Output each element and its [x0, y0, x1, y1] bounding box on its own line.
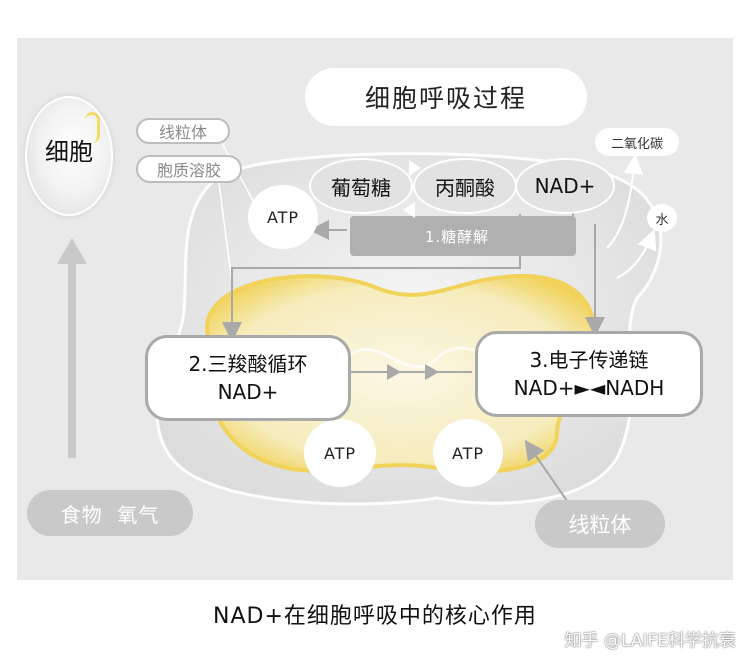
cell-icon-label: 细胞	[45, 138, 93, 166]
tca-cycle-title: 2.三羧酸循环	[188, 352, 308, 376]
reaction-arrow-icon	[409, 160, 421, 176]
cell-icon: 细胞	[25, 96, 113, 216]
molecule-pyruvate: 丙酮酸	[413, 158, 517, 214]
glycolysis-band	[350, 216, 576, 256]
atp-glycolysis: ATP	[248, 185, 318, 249]
etc-title: 3.电子传递链	[529, 348, 649, 372]
label-mitochondria-bottom: 线粒体	[535, 500, 665, 548]
inputs-food-oxygen: 食物 氧气	[27, 490, 193, 536]
mitochondrion-mini-icon	[85, 112, 100, 143]
tca-cycle-box: 2.三羧酸循环 NAD+	[145, 335, 351, 421]
molecule-nad: NAD+	[515, 158, 615, 214]
glycolysis-label: 1.糖酵解	[424, 228, 490, 246]
label-cytosol: 胞质溶胶	[136, 155, 242, 183]
tca-cycle-nad: NAD+	[217, 380, 279, 404]
output-co2: 二氧化碳	[595, 128, 679, 156]
reaction-arrow-icon	[403, 202, 415, 218]
watermark: 知乎 @LAIFE科学抗衰	[564, 631, 736, 651]
output-water: 水	[647, 204, 677, 232]
diagram-panel: 细胞呼吸过程 细胞 线粒体 胞质溶胶 1.糖酵解 葡萄糖 丙酮酸 NAD+ AT…	[17, 38, 733, 580]
molecule-glucose: 葡萄糖	[309, 158, 413, 214]
electron-transport-chain-box: 3.电子传递链 NAD+►◄NADH	[475, 331, 703, 417]
diagram-title: 细胞呼吸过程	[305, 68, 587, 126]
atp-etc: ATP	[433, 419, 503, 487]
figure-caption: NAD+在细胞呼吸中的核心作用	[213, 604, 537, 629]
atp-tca: ATP	[304, 419, 376, 487]
etc-nad-nadh: NAD+►◄NADH	[513, 376, 665, 400]
label-mitochondria: 线粒体	[136, 118, 230, 144]
